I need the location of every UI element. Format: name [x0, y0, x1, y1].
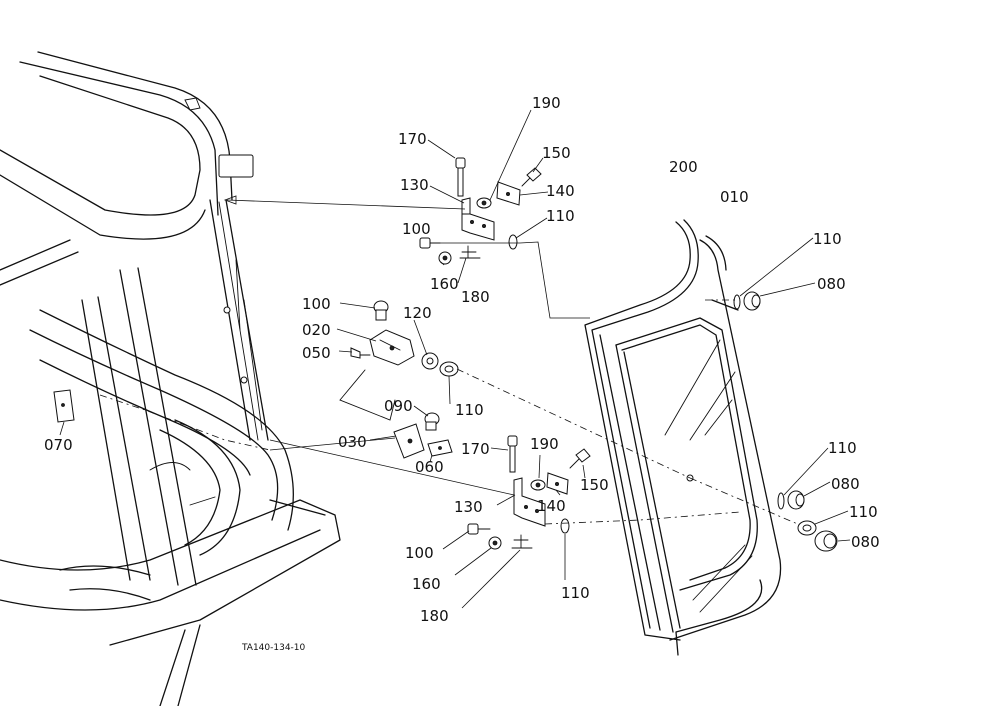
part-labels: 170 190 150 130 140 100 110 160 180 200 …: [44, 94, 880, 653]
label-050: 050: [302, 344, 331, 362]
label-080-right-bot: 080: [851, 533, 880, 551]
label-110-top: 110: [546, 207, 575, 225]
label-160-top: 160: [430, 275, 459, 293]
label-110-right-top: 110: [813, 230, 842, 248]
label-140-top: 140: [546, 182, 575, 200]
label-080-right-top: 080: [817, 275, 846, 293]
label-170-bot: 170: [461, 440, 490, 458]
lower-hinge-group: [269, 435, 741, 609]
label-130-bot: 130: [454, 498, 483, 516]
label-090: 090: [384, 397, 413, 415]
label-140-bot: 140: [537, 497, 566, 515]
label-060: 060: [415, 458, 444, 476]
right-knob-group: [705, 237, 851, 552]
rear-door-assembly: [584, 219, 782, 656]
label-200: 200: [669, 158, 698, 176]
label-110-mid: 110: [455, 401, 484, 419]
label-180-bot: 180: [420, 607, 449, 625]
label-120: 120: [403, 304, 432, 322]
label-110-right-mid: 110: [828, 439, 857, 457]
label-110-right-bot: 110: [849, 503, 878, 521]
label-170-top: 170: [398, 130, 427, 148]
label-160-bot: 160: [412, 575, 441, 593]
label-100-bot: 100: [405, 544, 434, 562]
label-150-bot: 150: [580, 476, 609, 494]
label-190-top: 190: [532, 94, 561, 112]
label-150-top: 150: [542, 144, 571, 162]
reference-code: TA140-134-10: [241, 643, 306, 653]
label-130-top: 130: [400, 176, 429, 194]
middle-latch-group: [53, 300, 801, 526]
label-180-top: 180: [461, 288, 490, 306]
label-070: 070: [44, 436, 73, 454]
label-100-mid: 100: [302, 295, 331, 313]
label-100-top: 100: [402, 220, 431, 238]
upper-hinge-group: [223, 109, 590, 319]
label-020: 020: [302, 321, 331, 339]
label-030: 030: [338, 433, 367, 451]
label-010: 010: [720, 188, 749, 206]
cab-frame: [0, 51, 341, 706]
label-190-bot: 190: [530, 435, 559, 453]
label-110-bot: 110: [561, 584, 590, 602]
label-080-right-mid: 080: [831, 475, 860, 493]
